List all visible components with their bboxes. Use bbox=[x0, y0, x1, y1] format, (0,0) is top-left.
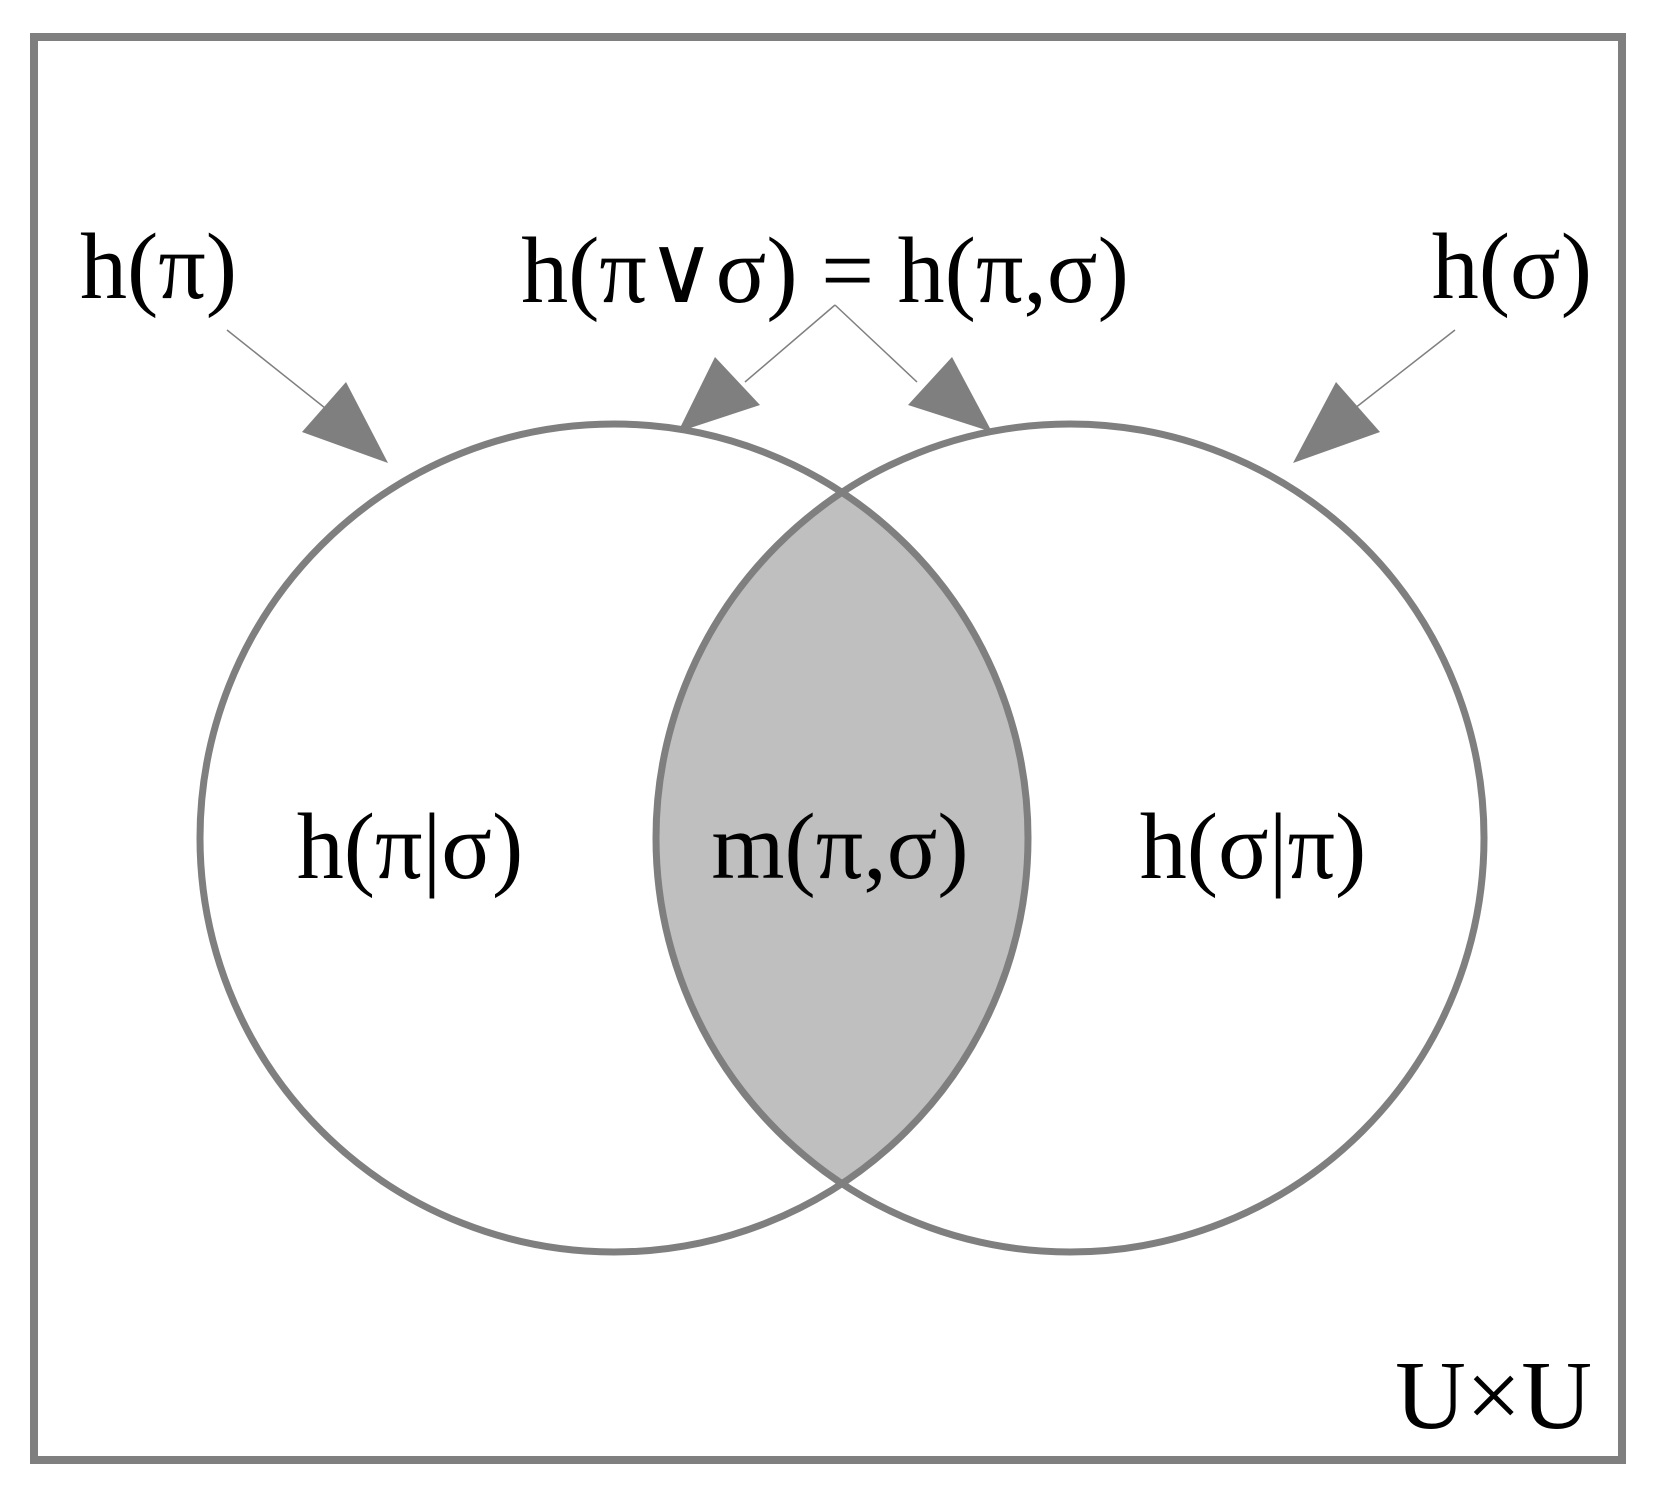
arrow-join-right bbox=[834, 304, 992, 432]
arrow-join-left bbox=[678, 304, 836, 432]
label-h-pi-given-sigma: h(π|σ) bbox=[297, 795, 524, 899]
label-universe: U×U bbox=[1395, 1342, 1592, 1450]
circle-pi bbox=[196, 420, 1032, 1256]
arrow-h-pi bbox=[226, 329, 388, 463]
label-h-pi: h(π) bbox=[80, 215, 237, 319]
label-h-sigma: h(σ) bbox=[1432, 215, 1592, 319]
label-h-sigma-given-pi: h(σ|π) bbox=[1140, 795, 1367, 899]
intersection-region bbox=[656, 424, 1028, 1252]
arrow-h-sigma bbox=[1293, 329, 1456, 463]
circle-sigma bbox=[652, 420, 1488, 1256]
label-mutual-information: m(π,σ) bbox=[711, 795, 968, 899]
label-h-join: h(π∨σ) = h(π,σ) bbox=[521, 219, 1129, 323]
